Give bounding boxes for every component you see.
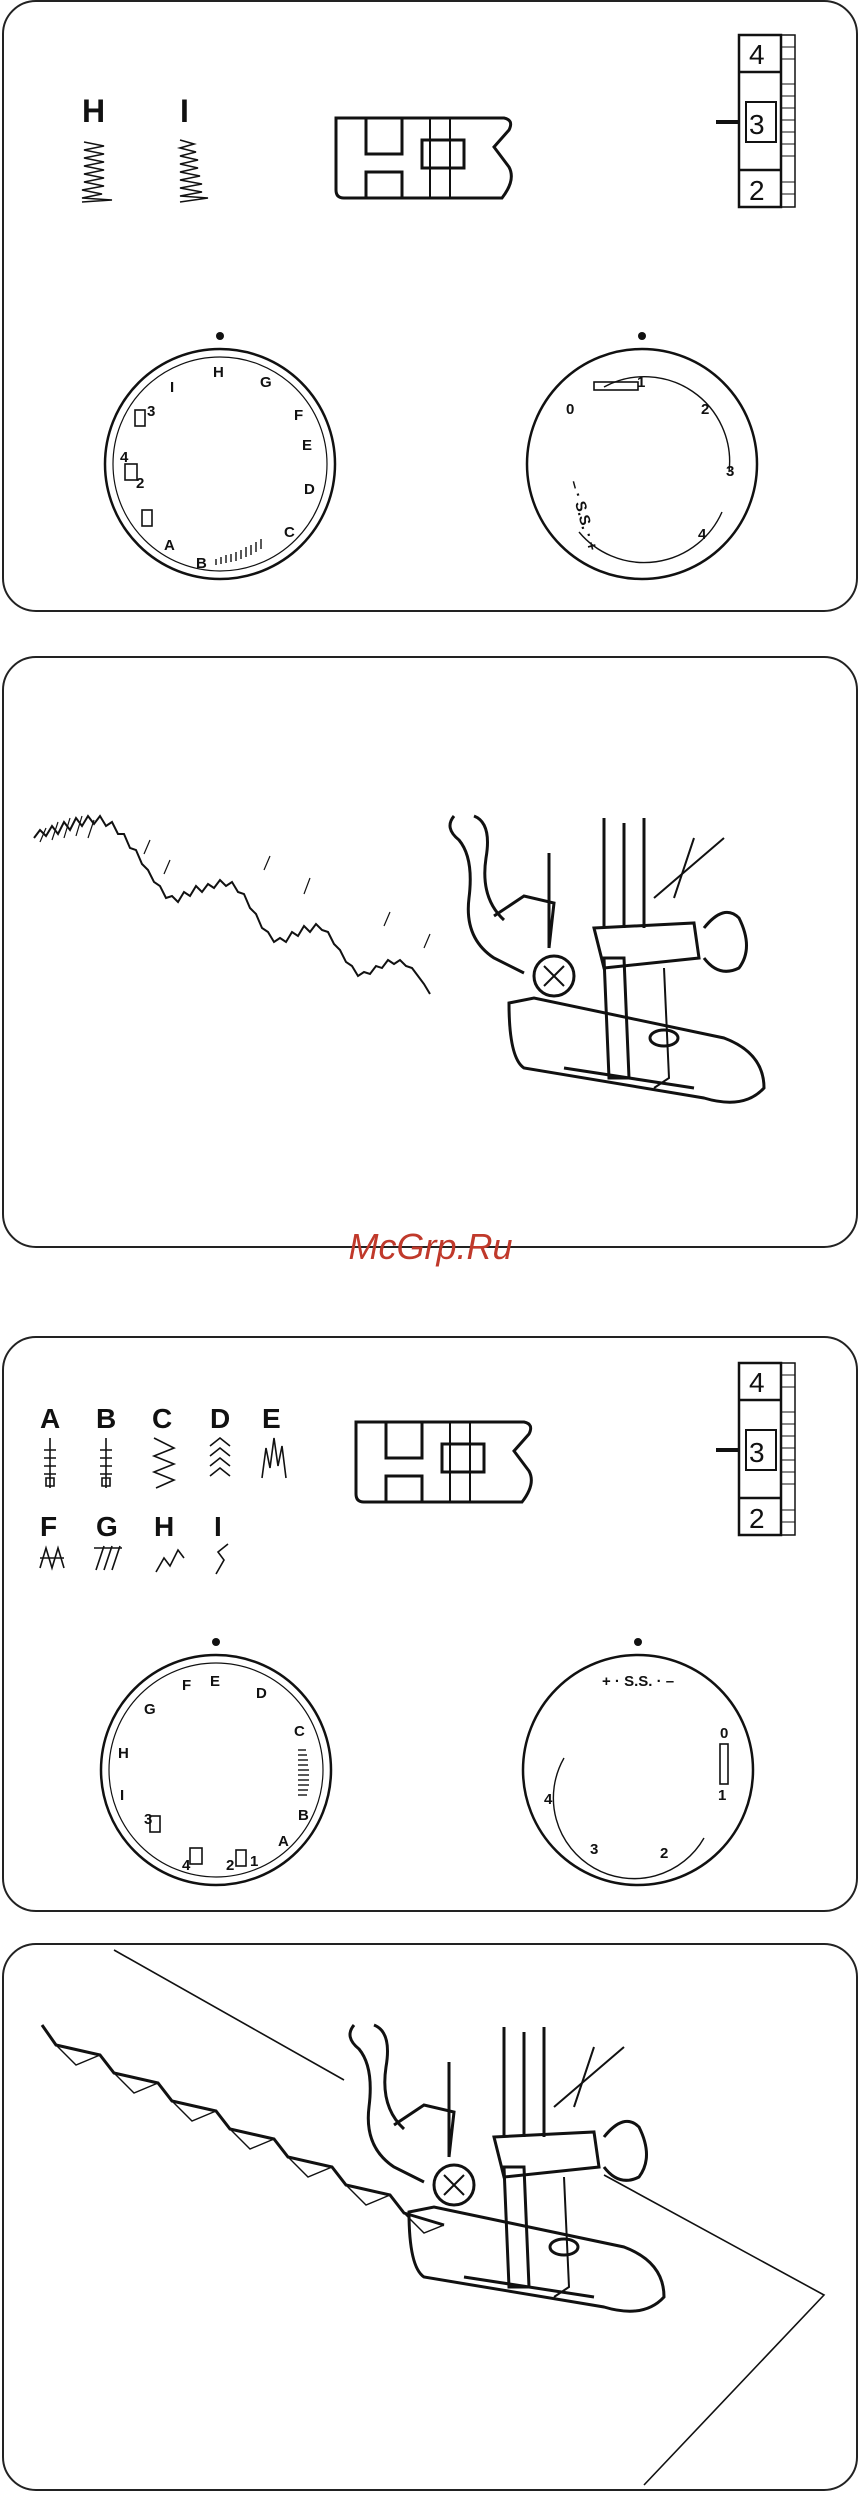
ss-label: – · S.S. · + [566, 478, 601, 552]
dial-mark-3: 3 [147, 403, 155, 420]
panel-sewing-illustration-2 [2, 1943, 858, 2491]
stitch-h-preview-icon [82, 142, 112, 202]
blind-hem-stitch-line [42, 2025, 444, 2225]
length-2: 2 [701, 401, 709, 418]
pattern-selector-dial-2: I H G F E D C B A 3 4 2 1 [101, 1638, 331, 1885]
presser-foot-icon-2 [356, 1422, 531, 1502]
length-3: 3 [726, 463, 734, 480]
dial2-mark-2: 2 [226, 1857, 234, 1874]
dial2-mark-1: 1 [250, 1853, 258, 1870]
stitch-g-icon [94, 1546, 122, 1570]
dial2-mark-3: 3 [144, 1811, 152, 1828]
dial-letter-b: B [196, 555, 207, 572]
dial2-letter-c: C [294, 1723, 305, 1740]
dial-letter-c: C [284, 524, 295, 541]
satin-stitch-line [34, 816, 430, 994]
stitch-e-icon [262, 1438, 286, 1478]
stitch-f-icon [40, 1548, 64, 1568]
length-0: 0 [566, 401, 574, 418]
dial2-letter-a: A [278, 1833, 289, 1850]
stitch-length-dial: 0 1 2 3 4 – · S.S. · + [527, 332, 757, 579]
dial2-mark-4: 4 [182, 1857, 191, 1874]
length2-2: 2 [660, 1845, 668, 1862]
length2-3: 3 [590, 1841, 598, 1858]
length2-0: 0 [720, 1725, 728, 1742]
stitch-letter-g: G [96, 1511, 118, 1542]
sewing-illustration-1 [4, 658, 858, 1248]
dial2-letter-b: B [298, 1807, 309, 1824]
stitch-letter-f: F [40, 1511, 57, 1542]
pattern-selector-dial: I H G F E D C B A 3 4 2 [105, 332, 335, 579]
dial-letter-i: I [170, 379, 174, 396]
presser-foot-icon [336, 118, 511, 198]
dial-mark-4: 4 [120, 449, 129, 466]
stitch-a-icon [44, 1438, 56, 1488]
length-1: 1 [637, 374, 645, 391]
length-4: 4 [698, 526, 707, 543]
dial-letter-f: F [294, 407, 303, 424]
dial2-letter-d: D [256, 1685, 267, 1702]
width-scale-4b: 4 [749, 1367, 765, 1398]
stitch-width-scale: 4 3 2 [716, 35, 795, 207]
width-scale-3b: 3 [749, 1437, 765, 1468]
stitch-letter-d: D [210, 1403, 230, 1434]
width-scale-3: 3 [749, 109, 765, 140]
watermark: McGrp.Ru [0, 1226, 861, 1268]
dial-letter-g: G [260, 374, 272, 391]
dial2-letter-g: G [144, 1701, 156, 1718]
dial-letter-d: D [304, 481, 315, 498]
stitch-d-icon [210, 1438, 230, 1476]
stitch-letter-i2: I [214, 1511, 222, 1542]
dial2-letter-h: H [118, 1745, 129, 1762]
dial-letter-a: A [164, 537, 175, 554]
dial-mark-2: 2 [136, 475, 144, 492]
presser-foot-needle-icon [450, 816, 764, 1102]
stitch-h2-icon [156, 1550, 184, 1572]
dial2-letter-e: E [210, 1673, 220, 1690]
dial-letter-e: E [302, 437, 312, 454]
settings-diagram-1: H I [4, 2, 858, 612]
dial2-letter-f: F [182, 1677, 191, 1694]
width-scale-2b: 2 [749, 1503, 765, 1534]
length2-4: 4 [544, 1791, 553, 1808]
width-scale-2: 2 [749, 175, 765, 206]
stitch-i2-icon [216, 1544, 228, 1574]
stitch-letter-c: C [152, 1403, 172, 1434]
length2-1: 1 [718, 1787, 726, 1804]
stitch-c-icon [154, 1438, 174, 1488]
width-scale-4: 4 [749, 39, 765, 70]
stitch-letter-a: A [40, 1403, 60, 1434]
panel-stitch-settings-h-i: H I [2, 0, 858, 612]
stitch-width-scale-2: 4 3 2 [716, 1363, 795, 1535]
panel-stitch-settings-a-i: A B C D E F G H I [2, 1336, 858, 1912]
panel-sewing-illustration-1 [2, 656, 858, 1248]
ss-label-2: + · S.S. · – [602, 1673, 674, 1690]
stitch-length-dial-2: 0 1 2 3 4 + · S.S. · – [523, 1638, 753, 1885]
sewing-illustration-2 [4, 1945, 858, 2491]
dial2-letter-i: I [120, 1787, 124, 1804]
presser-foot-needle-icon-2 [350, 2025, 664, 2311]
stitch-letter-e: E [262, 1403, 281, 1434]
stitch-i-preview-icon [180, 140, 208, 202]
stitch-letter-b: B [96, 1403, 116, 1434]
stitch-letter-h: H [82, 93, 105, 129]
settings-diagram-2: A B C D E F G H I [4, 1338, 858, 1912]
stitch-b-icon [100, 1438, 112, 1488]
stitch-letter-h2: H [154, 1511, 174, 1542]
dial-letter-h: H [213, 364, 224, 381]
stitch-letter-i: I [180, 93, 189, 129]
